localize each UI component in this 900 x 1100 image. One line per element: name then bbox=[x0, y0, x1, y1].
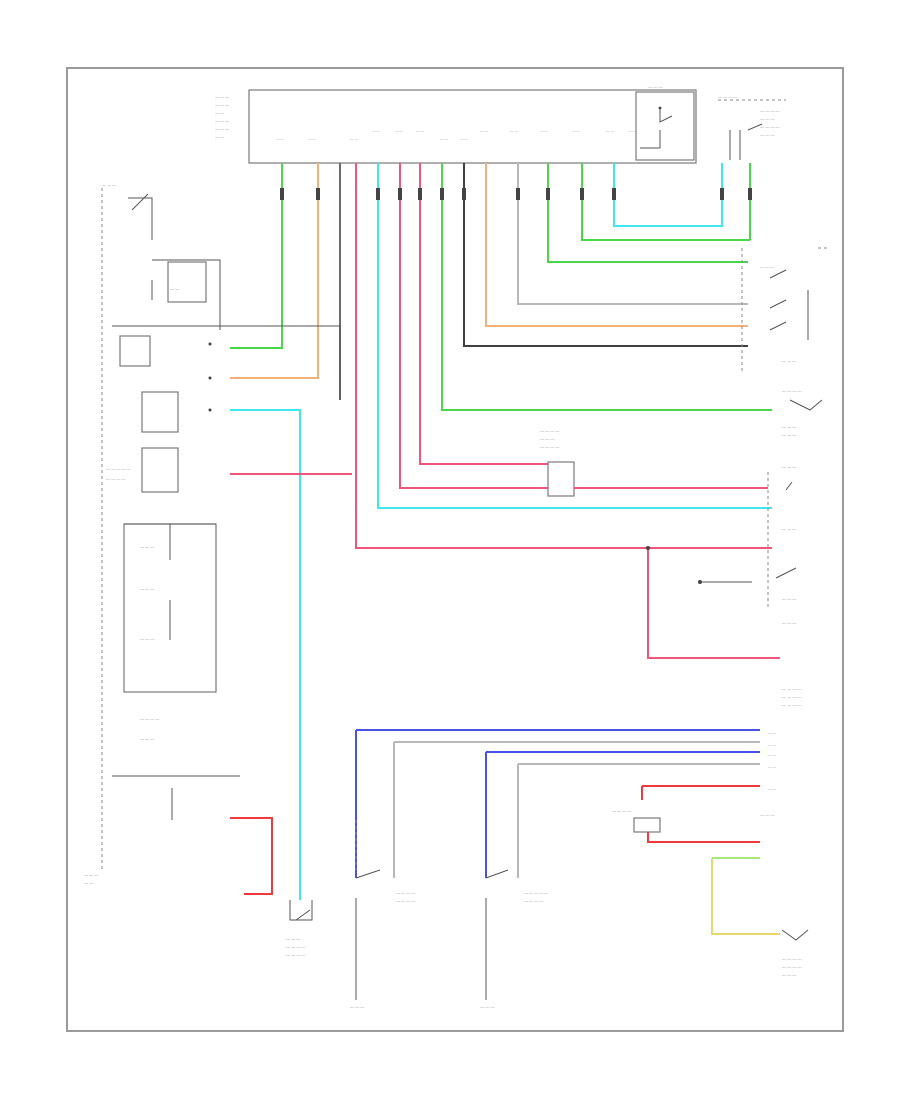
svg-text:— —: — — bbox=[276, 137, 284, 141]
svg-text:— — — —: — — — — bbox=[612, 808, 631, 813]
svg-text:— — —: — — — bbox=[782, 424, 796, 429]
bottom-left-switch: — — — — — — — — — — — bbox=[286, 900, 313, 957]
svg-text:— — —: — — — bbox=[140, 636, 154, 641]
svg-text:— — — —: — — — — bbox=[396, 890, 415, 895]
svg-text:— — —: — — — bbox=[140, 586, 154, 591]
svg-text:— — — —: — — — — bbox=[286, 944, 305, 949]
svg-text:— — —: — — — bbox=[215, 102, 229, 107]
wires-from-top-unit bbox=[230, 163, 772, 549]
svg-text:— — — —: — — — — bbox=[540, 428, 559, 433]
svg-text:— — —: — — — bbox=[215, 118, 229, 123]
top-control-unit: — — — — — — — — — — — — — — — — — — — — — — —… bbox=[215, 84, 779, 164]
svg-text:— — —: — — — bbox=[215, 94, 229, 99]
svg-text:— — — —: — — — — bbox=[760, 108, 779, 113]
svg-text:— — — —: — — — — bbox=[760, 124, 779, 129]
svg-text:— —: — — bbox=[308, 137, 316, 141]
svg-text:— — —: — — — bbox=[782, 526, 796, 531]
svg-text:— — —: — — — bbox=[648, 84, 662, 89]
svg-text:— — —: — — — bbox=[782, 972, 796, 977]
right-sensor-switch: — — — — — — — — — — bbox=[782, 388, 823, 437]
svg-text:— — — —: — — — — bbox=[782, 702, 801, 707]
svg-text:— — —: — — — bbox=[760, 812, 774, 817]
svg-text:— — — —: — — — — bbox=[718, 94, 737, 99]
svg-text:— —: — — bbox=[606, 129, 614, 133]
red-wire-left bbox=[230, 817, 273, 895]
svg-text:— —: — — bbox=[540, 129, 548, 133]
lower-right-connector: — — — — — — — — — — — — — — — — — — — — — — bbox=[356, 686, 801, 800]
diagram-frame bbox=[66, 67, 844, 1032]
svg-text:— —: — — bbox=[768, 743, 776, 747]
svg-text:— —: — — bbox=[372, 129, 380, 133]
lower-right-sensor: — — — — — — — — — — — bbox=[711, 857, 809, 977]
svg-text:— —: — — bbox=[768, 753, 776, 757]
svg-text:— —: — — bbox=[510, 129, 518, 133]
svg-text:— —: — — bbox=[350, 137, 358, 141]
svg-text:— — —: — — — bbox=[760, 132, 774, 137]
svg-text:— —: — — bbox=[460, 137, 468, 141]
bottom-switch-left: — — — — — — — — — — — bbox=[350, 730, 415, 1009]
svg-text:— —: — — bbox=[572, 129, 580, 133]
svg-text:— — — — —: — — — — — bbox=[524, 890, 548, 895]
svg-text:— — —: — — — bbox=[286, 936, 300, 941]
svg-text:— — — —: — — — — bbox=[782, 686, 801, 691]
svg-text:— — —: — — — bbox=[480, 1004, 494, 1009]
svg-text:— — — —: — — — — bbox=[286, 952, 305, 957]
svg-text:— — — —: — — — — bbox=[782, 964, 801, 969]
middle-junction: — — — — — — — — — — — bbox=[540, 428, 768, 497]
svg-text:— — — —: — — — — bbox=[782, 694, 801, 699]
svg-text:— — —: — — — bbox=[215, 126, 229, 131]
wire-gauge-markers bbox=[280, 188, 752, 200]
svg-text:— — —: — — — bbox=[760, 264, 774, 269]
svg-text:— — — —: — — — — bbox=[782, 956, 801, 961]
svg-text:— —: — — bbox=[416, 129, 424, 133]
svg-text:— — —: — — — bbox=[102, 182, 116, 187]
svg-text:— —: — — bbox=[215, 110, 224, 115]
svg-text:— — — —: — — — — bbox=[140, 716, 159, 721]
svg-text:— — — — —: — — — — — bbox=[106, 466, 130, 471]
svg-text:— —: — — bbox=[395, 129, 403, 133]
svg-text:— —: — — bbox=[768, 731, 776, 735]
svg-text:— — —: — — — bbox=[760, 116, 774, 121]
svg-text:— — —: — — — bbox=[350, 1004, 364, 1009]
svg-text:— — — —: — — — — bbox=[106, 476, 125, 481]
svg-text:— — — —: — — — — bbox=[524, 898, 543, 903]
svg-text:— — —: — — — bbox=[782, 464, 796, 469]
mid-right-relay: — — — — — — — bbox=[612, 808, 774, 843]
svg-text:— —: — — bbox=[215, 134, 224, 139]
left-module-column: — — — — — — — — — — — — — — — — — — — — — — … bbox=[84, 182, 341, 885]
svg-text:— — —: — — — bbox=[782, 432, 796, 437]
svg-text:— — — —: — — — — bbox=[782, 388, 801, 393]
svg-text:— —: — — bbox=[768, 787, 776, 791]
cyan-wire-to-bottom-switch bbox=[230, 409, 301, 900]
svg-text:— — —: — — — bbox=[782, 596, 796, 601]
svg-text:— —: — — bbox=[440, 137, 448, 141]
right-switch-assembly: — — — — — — bbox=[741, 247, 828, 372]
bottom-switch-right: — — — — — — — — — — — — bbox=[480, 752, 548, 1009]
svg-text:— —: — — bbox=[170, 286, 179, 291]
svg-text:— — —: — — — bbox=[140, 736, 154, 741]
svg-text:— —: — — bbox=[628, 129, 636, 133]
svg-text:— — —: — — — bbox=[140, 544, 154, 549]
svg-text:— —: — — bbox=[768, 765, 776, 769]
right-lower-switch-box: — — — — — — — — — — — — bbox=[698, 464, 796, 625]
svg-text:— —: — — bbox=[480, 129, 488, 133]
svg-text:— — —: — — — bbox=[84, 872, 98, 877]
svg-text:— — —: — — — bbox=[782, 358, 796, 363]
svg-text:— — — —: — — — — bbox=[396, 898, 415, 903]
svg-text:— — —: — — — bbox=[782, 620, 796, 625]
svg-text:— — —: — — — bbox=[540, 436, 554, 441]
svg-text:— —: — — bbox=[84, 880, 93, 885]
svg-text:— — — —: — — — — bbox=[540, 444, 559, 449]
